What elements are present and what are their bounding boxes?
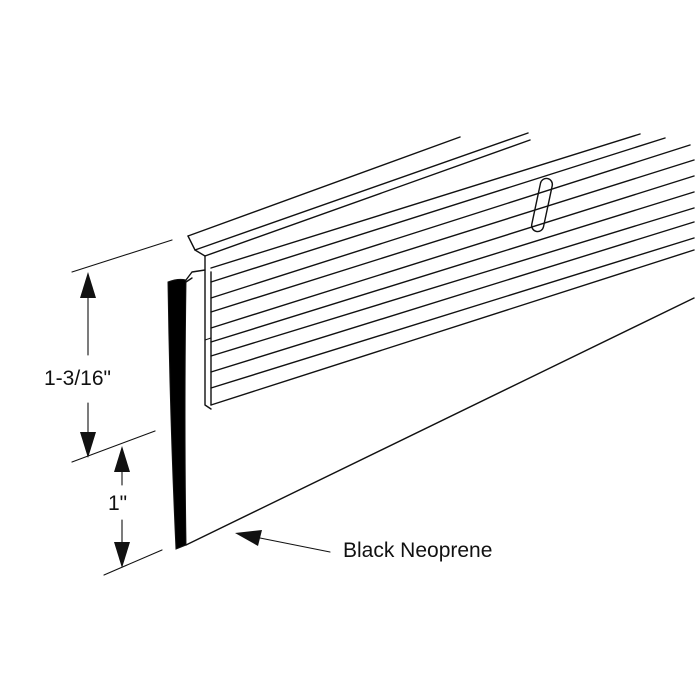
upper-arrow-up	[80, 272, 96, 298]
retainer-step	[185, 255, 206, 281]
neoprene-edge	[167, 278, 187, 550]
neoprene-top-behind	[185, 277, 193, 283]
lower-arrow-up	[114, 446, 130, 472]
lower-height-label: 1"	[108, 492, 127, 515]
retainer-bottom-edge	[210, 249, 695, 406]
lower-arrow-down	[114, 542, 130, 568]
neoprene-strip	[167, 277, 695, 550]
upper-dimension: 1-3/16"	[44, 272, 111, 458]
aluminum-retainer	[185, 132, 695, 410]
retainer-rib-1	[204, 139, 531, 257]
callout-arrow-head	[235, 530, 262, 546]
callout: Black Neoprene	[235, 530, 492, 562]
ext-line-top	[71, 239, 173, 273]
callout-label: Black Neoprene	[343, 539, 492, 562]
retainer-rib-10	[210, 237, 695, 389]
retainer-top-edge	[187, 136, 461, 237]
retainer-rib-6	[210, 175, 695, 329]
ext-line-middle	[71, 430, 156, 463]
retainer-tick	[204, 337, 212, 341]
retainer-rib-8	[210, 207, 695, 357]
ext-line-bottom	[103, 549, 163, 576]
retainer-rib-5	[210, 159, 695, 313]
upper-height-label: 1-3/16"	[44, 367, 111, 390]
lower-dimension: 1"	[108, 446, 130, 568]
retainer-lip-edge	[194, 132, 529, 251]
retainer-rib-9	[210, 221, 695, 373]
retainer-front-face	[204, 269, 212, 410]
mounting-slot	[530, 177, 554, 233]
neoprene-bottom-edge	[185, 297, 695, 546]
retainer-rib-2	[210, 133, 641, 269]
extension-lines	[71, 239, 173, 576]
retainer-rib-3	[210, 137, 666, 283]
retainer-rib-7	[210, 191, 695, 343]
retainer-lip-face	[187, 235, 206, 257]
retainer-rib-4	[210, 144, 691, 299]
upper-arrow-down	[80, 432, 96, 458]
callout-leader-line	[254, 536, 331, 553]
